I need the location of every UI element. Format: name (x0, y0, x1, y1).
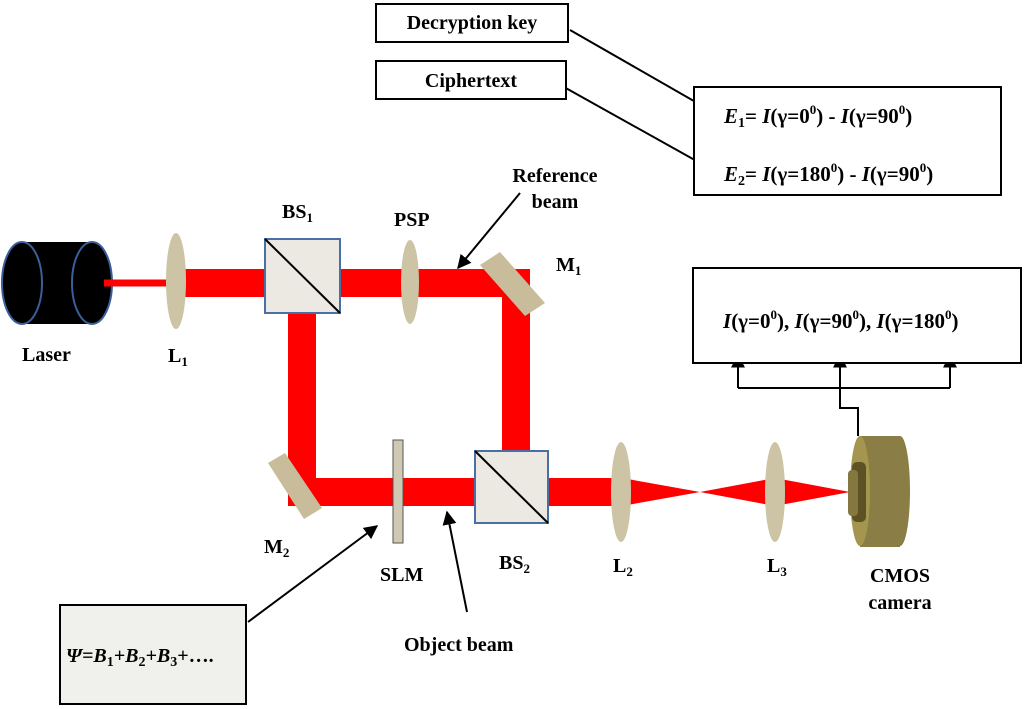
ciphertext-box (375, 60, 567, 100)
l2-label: L2 (613, 555, 633, 579)
psp-label: PSP (394, 209, 430, 231)
beam-cone-l2 (622, 478, 700, 506)
ciphertext-arrow (554, 81, 720, 174)
beam-splitter-bs1 (264, 238, 341, 314)
slm-pattern-equation: Ψ=B1+B2+B3+…. (66, 645, 214, 670)
intensity-measurements: I(γ=00), I(γ=900), I(γ=1800) (723, 307, 959, 333)
lens-l2 (611, 442, 631, 542)
mirror-m1 (480, 252, 545, 316)
l1-label: L1 (168, 345, 188, 369)
mirror-m2 (268, 453, 322, 519)
lens-l1 (166, 233, 186, 329)
m1-label: M1 (556, 254, 582, 278)
beam-bs2-l2 (548, 478, 623, 506)
slm-label: SLM (380, 564, 424, 586)
decryption-key-box (375, 3, 569, 43)
bs2-label: BS2 (499, 552, 530, 576)
intensity-measurements-box (692, 267, 1022, 364)
polarization-shifting-plate (401, 240, 419, 324)
beam-splitter-bs2 (474, 450, 549, 524)
decryption-key-label: Decryption key (406, 12, 538, 34)
e1-equation: E1= I(γ=00) - I(γ=900) (724, 102, 913, 131)
spatial-light-modulator (392, 439, 404, 544)
ciphertext-label: Ciphertext (424, 70, 518, 92)
e2-equation: E2= I(γ=1800) - I(γ=900) (724, 160, 934, 189)
laser-back-cap (1, 241, 43, 325)
m2-label: M2 (264, 536, 290, 560)
reference-beam-arrow (457, 192, 521, 270)
laser-source (1, 241, 113, 325)
beam-cone-l3-out (775, 478, 850, 506)
object-beam-label: Object beam (404, 634, 514, 656)
object-beam-path (288, 478, 478, 506)
cmos-camera (848, 436, 910, 547)
reference-beam-path (340, 269, 510, 297)
slm-pattern-box (59, 604, 247, 705)
laser-label: Laser (22, 344, 71, 366)
beam-l1-bs1 (180, 269, 270, 297)
lens-l3 (765, 442, 785, 542)
beam-cone-l3-in (700, 478, 775, 506)
camera-output-connector (731, 353, 957, 436)
l3-label: L3 (767, 555, 787, 579)
decryption-equations-box (693, 86, 1002, 196)
object-beam-arrow (442, 510, 468, 613)
bs1-label: BS1 (282, 201, 313, 225)
slm-pattern-arrow (247, 525, 379, 623)
